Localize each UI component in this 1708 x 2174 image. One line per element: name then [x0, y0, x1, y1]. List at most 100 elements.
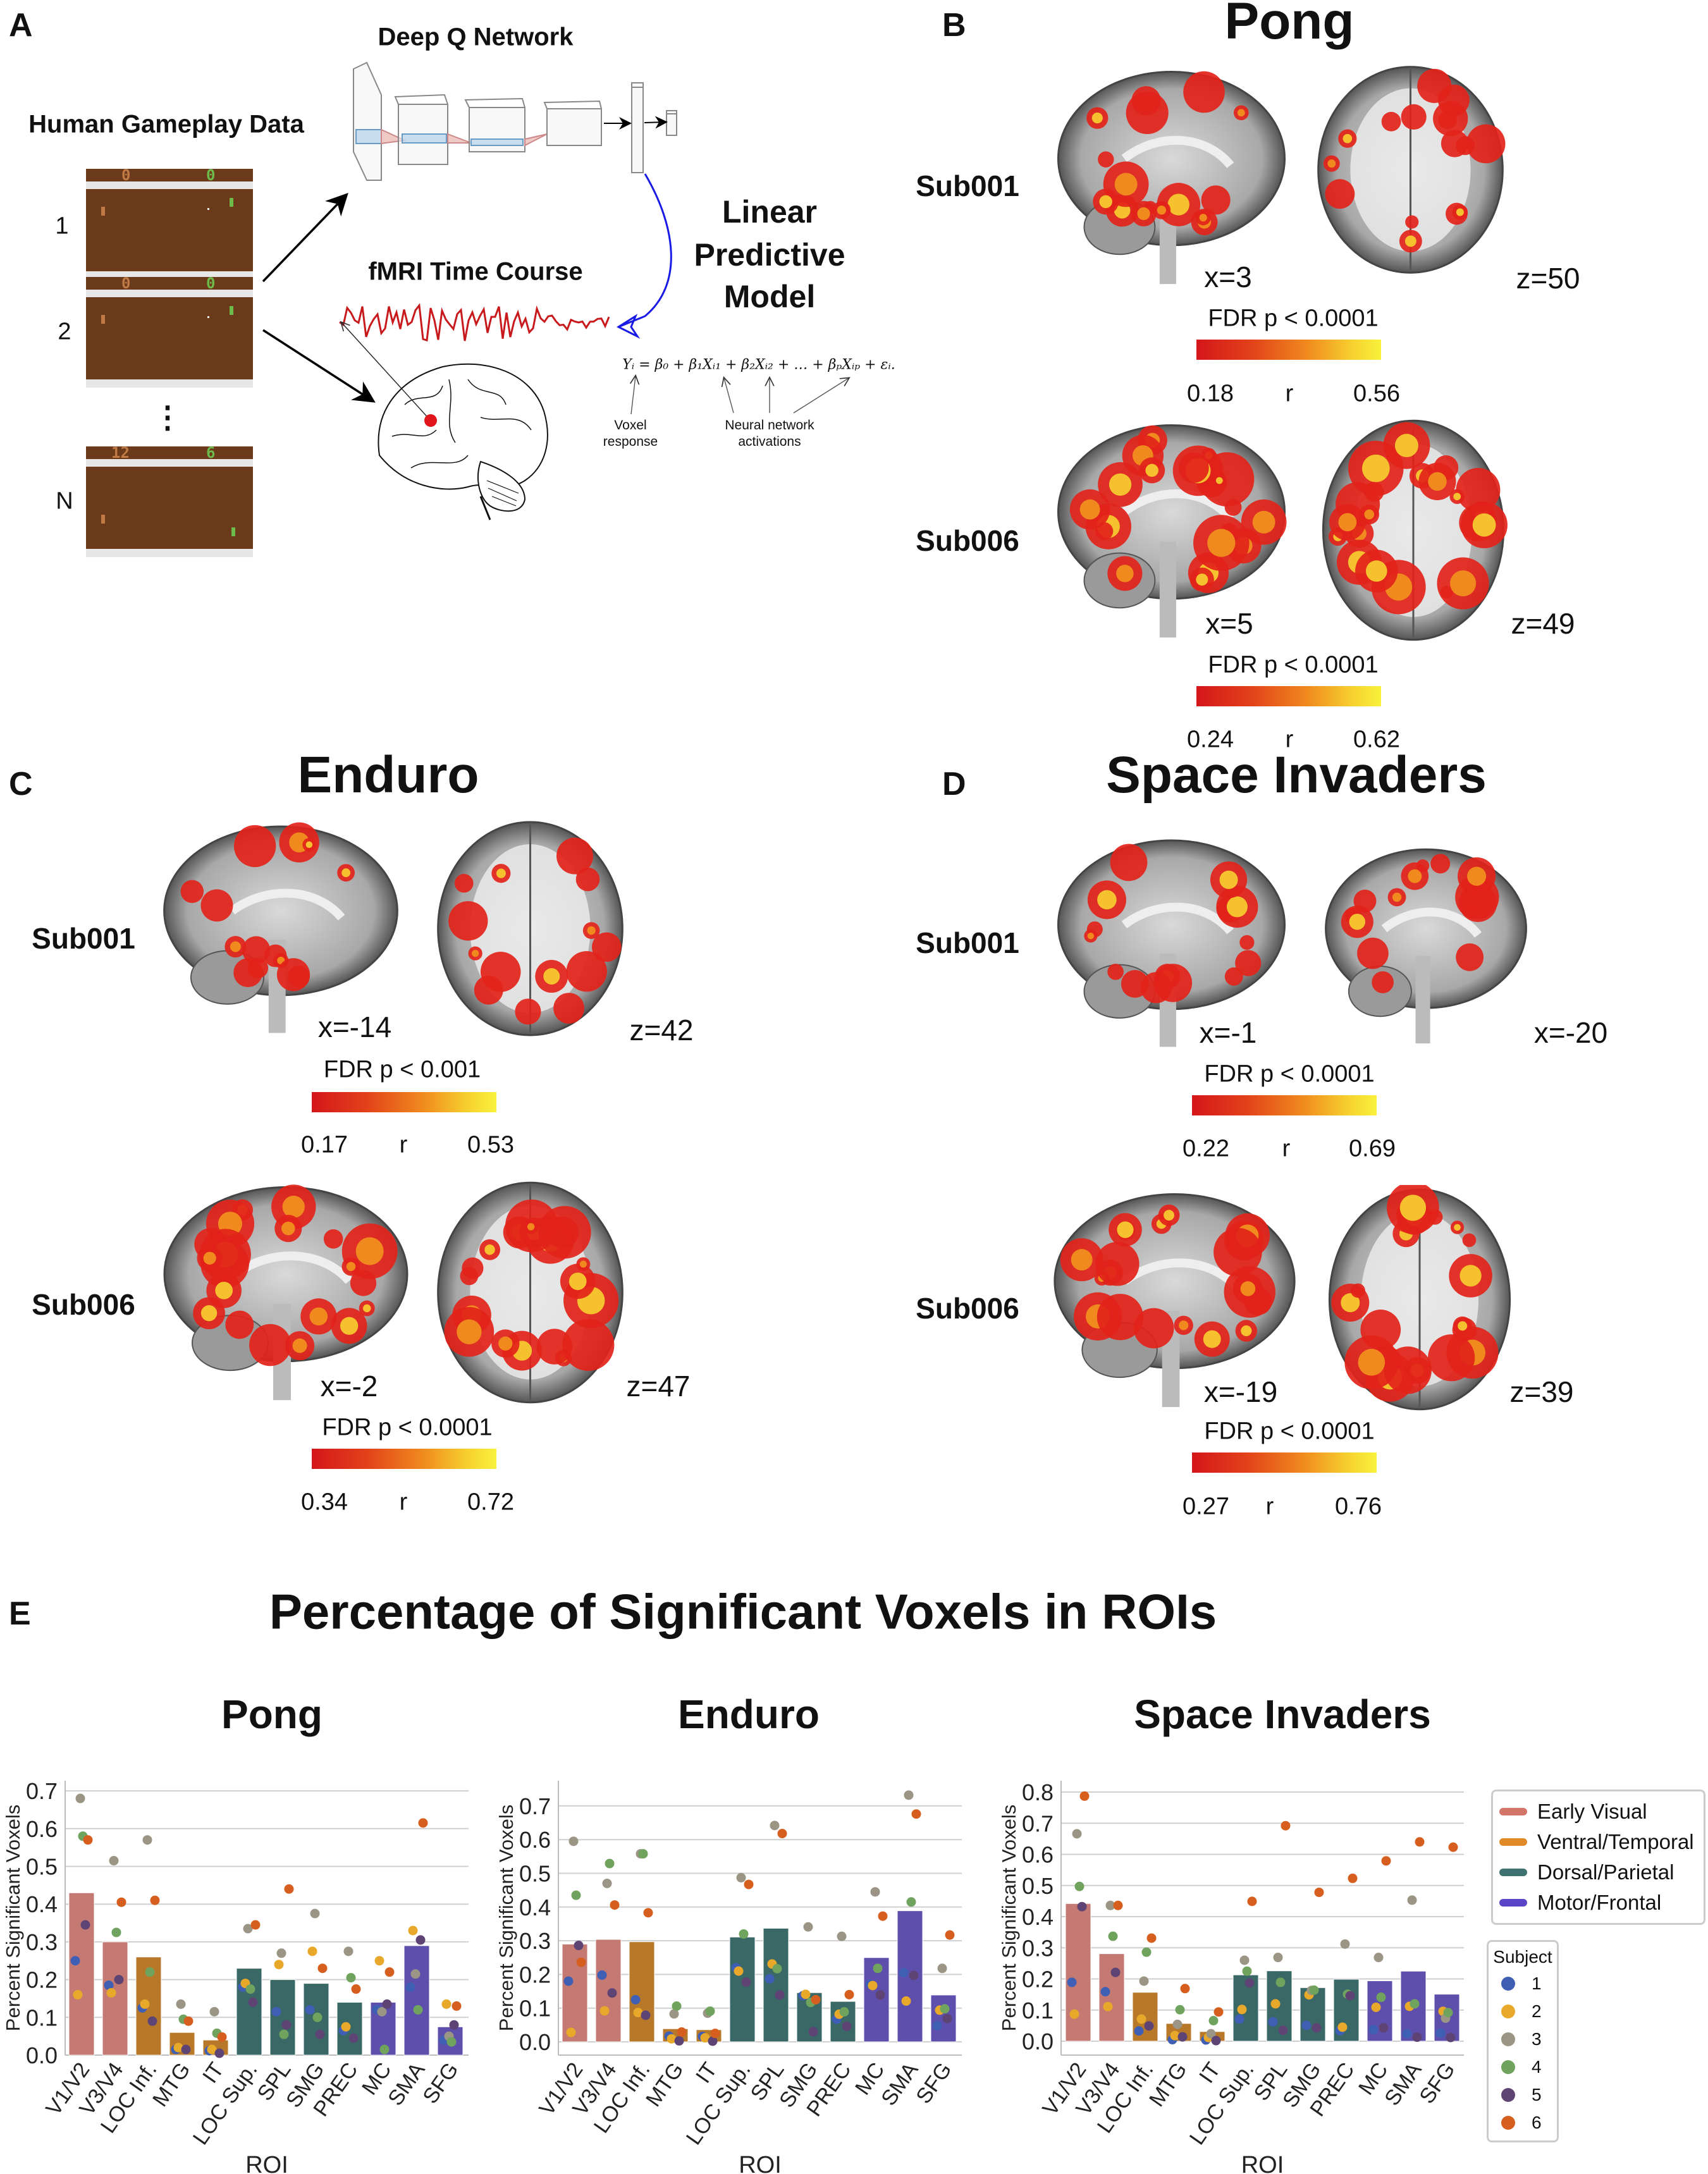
subject-point	[945, 1930, 955, 1940]
y-tick-label: 0.7	[519, 1793, 551, 1819]
subject-point	[1381, 1856, 1391, 1866]
activation-blob	[1462, 1233, 1477, 1248]
y-tick-label: 0.1	[519, 1996, 551, 2022]
colorbar-max: 0.69	[1349, 1135, 1396, 1162]
colorbar-min: 0.34	[301, 1489, 348, 1516]
legend-label: Motor/Frontal	[1537, 1891, 1662, 1914]
subject-point	[80, 1920, 90, 1930]
subject-point	[279, 2029, 289, 2039]
brainstem-shape	[1159, 541, 1176, 638]
subject-point	[276, 1948, 286, 1958]
subject-point	[114, 1975, 124, 1985]
activation-blob	[1107, 964, 1124, 980]
subject-point	[1180, 1984, 1190, 1994]
activation-blob	[1183, 71, 1225, 113]
activation-blob	[1364, 482, 1384, 502]
activation-peak	[1145, 464, 1158, 477]
brain-slice-sagittal	[1322, 841, 1530, 1050]
activation-blob	[180, 880, 204, 903]
panel-title-enduro: Enduro	[297, 746, 479, 804]
subject-point	[1368, 2025, 1379, 2035]
activation-blob	[1401, 104, 1427, 130]
legend-label: Dorsal/Parietal	[1537, 1860, 1674, 1884]
ball	[207, 208, 209, 210]
activation-peak	[484, 1244, 495, 1255]
subject-point	[597, 1970, 607, 1980]
activation-peak	[1467, 866, 1487, 886]
threshold-label: FDR p < 0.001	[323, 1056, 481, 1083]
colorbar	[312, 1449, 496, 1469]
y-tick-label: 0.5	[519, 1861, 551, 1887]
subject-label: Sub006	[32, 1288, 135, 1321]
subject-point	[379, 2044, 390, 2054]
activation-peak	[1453, 493, 1461, 501]
subject-point	[610, 1900, 620, 1910]
paddle-left	[101, 315, 105, 324]
activation-blob	[1095, 1241, 1140, 1286]
activation-peak	[341, 868, 351, 878]
activation-blob	[553, 993, 584, 1024]
activation-peak	[543, 968, 560, 985]
subject-point	[870, 1887, 880, 1897]
activation-peak	[1091, 113, 1103, 124]
corpus-callosum	[232, 1251, 353, 1284]
activation-peak	[1079, 499, 1100, 520]
subject-point	[669, 2009, 679, 2019]
score-left: 0	[121, 166, 131, 184]
subject-point	[1415, 1837, 1425, 1847]
paddle-right	[231, 527, 235, 536]
activation-peak	[1472, 513, 1496, 537]
activation-peak	[498, 1336, 513, 1351]
activation-blob	[1405, 215, 1419, 229]
subject-point	[75, 1793, 85, 1803]
corpus-callosum	[1381, 907, 1482, 938]
colorbar	[1192, 1452, 1377, 1473]
subject-point	[351, 1984, 361, 1994]
legend-item: Motor/Frontal	[1493, 1888, 1704, 1918]
subject-point	[906, 1897, 916, 1907]
activation-peak	[1116, 565, 1134, 582]
paddle-right	[230, 198, 233, 207]
activation-peak	[1459, 1265, 1482, 1287]
activation-blob	[1381, 111, 1401, 132]
subject-point	[1345, 1991, 1355, 2001]
subject-point	[873, 1963, 883, 1974]
subject-point	[1136, 2014, 1146, 2024]
subject-point	[868, 1981, 878, 1991]
y-tick-label: 0.6	[519, 1827, 551, 1853]
paddle-right	[230, 306, 233, 315]
activation-peak	[1219, 870, 1238, 889]
legend-label: 2	[1532, 2001, 1542, 2021]
subject-point	[343, 1946, 353, 1956]
activation-blob	[474, 975, 503, 1005]
colorbar-max: 0.53	[467, 1131, 514, 1158]
subject-point	[181, 2044, 191, 2054]
subject-point	[341, 2022, 351, 2032]
activation-peak	[340, 1317, 359, 1335]
y-tick-label: 0.1	[1022, 1998, 1054, 2024]
subject-point	[1105, 1900, 1115, 1910]
activation-peak	[282, 1195, 305, 1219]
subject-point	[1077, 1901, 1087, 1912]
slice-coordinate: z=50	[1516, 262, 1580, 295]
activation-peak	[587, 926, 596, 935]
activation-peak	[1456, 208, 1464, 216]
subject-point	[937, 1963, 947, 1974]
subject-point	[317, 1963, 328, 1974]
activation-peak	[1458, 1321, 1468, 1331]
activation-blob	[1097, 1294, 1144, 1341]
subject-point	[1242, 1966, 1252, 1976]
corpus-callosum	[1122, 1258, 1241, 1291]
subject-point	[315, 2029, 325, 2039]
subject-point	[674, 2036, 684, 2046]
y-tick-label: 0.0	[519, 2029, 551, 2055]
subject-point	[150, 1895, 160, 1905]
legend-item: 1	[1489, 1970, 1557, 1998]
subject-point	[571, 1890, 581, 1900]
subject-point	[568, 1836, 579, 1846]
brain-slice-sagittal	[159, 1178, 412, 1407]
activation-peak	[1207, 529, 1236, 557]
activation-peak	[1428, 472, 1447, 491]
